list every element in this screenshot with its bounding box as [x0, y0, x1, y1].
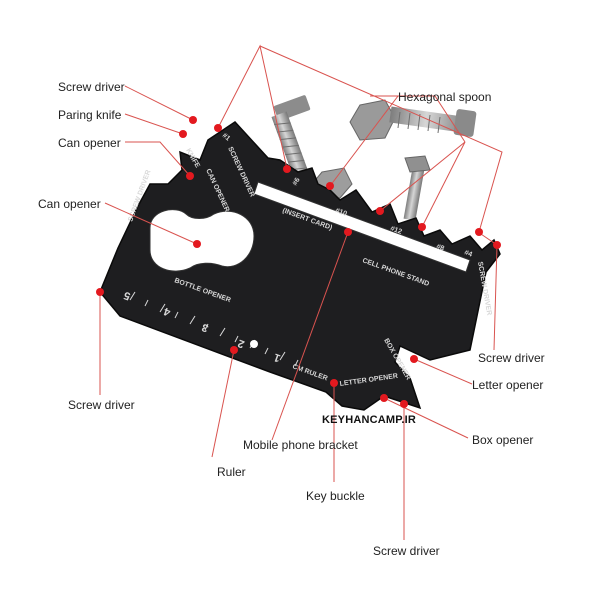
label-hexagonal-spoon: Hexagonal spoon: [398, 90, 492, 104]
dot-can-opener-left: [193, 240, 201, 248]
ruler-number-2: 2: [236, 337, 246, 350]
card-text-num-4: #4: [463, 249, 473, 258]
dot-num10: [326, 182, 334, 190]
ruler-number-3: 3: [200, 321, 210, 334]
dot-letter-opener: [410, 355, 418, 363]
dot-ruler: [230, 346, 238, 354]
phone-stand-slot: [253, 181, 471, 273]
label-mobile-phone-bracket: Mobile phone bracket: [243, 438, 358, 452]
label-screw-driver-left: Screw driver: [68, 398, 135, 412]
dot-num8: [418, 223, 426, 231]
leader-lines: [99, 44, 503, 540]
label-can-opener-left: Can opener: [38, 197, 101, 211]
card-text-num-6: #6: [292, 177, 302, 187]
label-screw-driver-right: Screw driver: [478, 351, 545, 365]
dot-key-buckle: [330, 379, 338, 387]
ruler-ticks: [129, 291, 299, 367]
dot-num12: [376, 207, 384, 215]
ruler-number-4: 4: [161, 304, 172, 318]
dot-num4: [475, 228, 483, 236]
dot-num1: [214, 124, 222, 132]
label-screw-driver-bottom: Screw driver: [373, 544, 440, 558]
dot-screw-driver-top: [189, 116, 197, 124]
dot-screw-driver-bottom: [400, 400, 408, 408]
card-text-num-1: #1: [221, 132, 232, 142]
label-key-buckle: Key buckle: [306, 489, 365, 503]
label-box-opener: Box opener: [472, 433, 534, 447]
card-text-num-10: #10: [334, 207, 347, 218]
label-can-opener-top: Can opener: [58, 136, 121, 150]
label-letter-opener: Letter opener: [472, 378, 544, 392]
card-text-num-8: #8: [435, 243, 445, 252]
dot-phone-bracket: [344, 228, 352, 236]
dot-screw-driver-left: [96, 288, 104, 296]
dot-num6: [283, 165, 291, 173]
ruler-number-1: 1: [272, 351, 282, 364]
dot-paring-knife: [179, 130, 187, 138]
ruler-hole: [250, 340, 258, 348]
label-screw-driver-top: Screw driver: [58, 80, 125, 94]
card-text-num-12: #12: [389, 225, 402, 236]
dot-box-opener: [380, 394, 388, 402]
bottle-opener-cutout: [149, 209, 255, 272]
label-paring-knife: Paring knife: [58, 108, 122, 122]
dot-can-opener-top: [186, 172, 194, 180]
label-ruler: Ruler: [217, 465, 246, 479]
callout-dots: [96, 116, 501, 408]
ruler-number-5: 5: [122, 289, 132, 302]
watermark: KEYHANCAMP.IR: [322, 414, 417, 426]
dot-screw-driver-right: [493, 241, 501, 249]
